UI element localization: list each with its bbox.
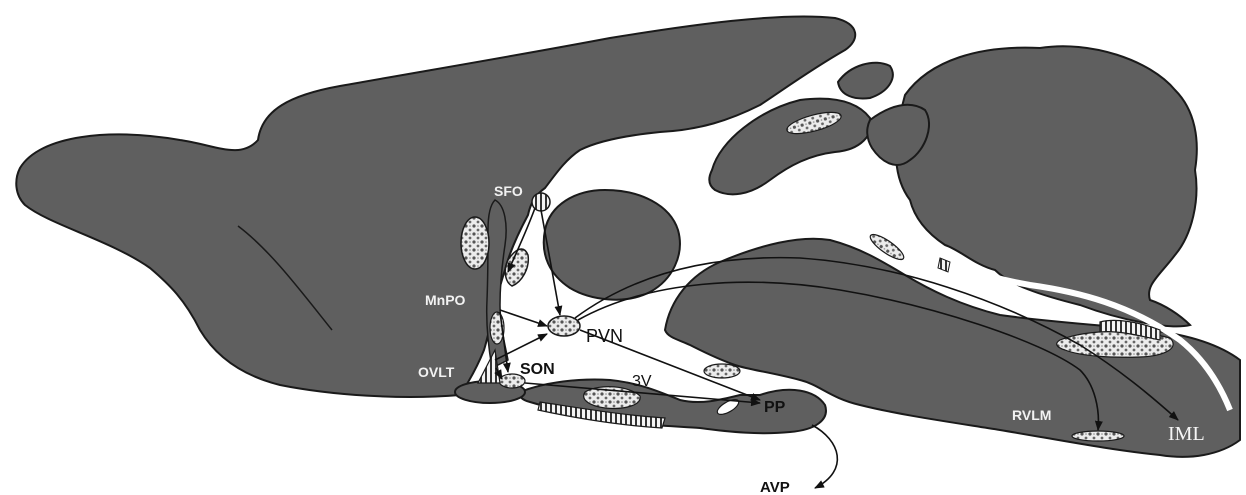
label-ovlt: OVLT bbox=[418, 364, 455, 380]
arrow-mnpo-to-pvn bbox=[500, 310, 547, 326]
label-son: SON bbox=[520, 361, 555, 378]
pineal-region bbox=[838, 63, 893, 99]
midbrain-dots bbox=[704, 364, 740, 378]
thalamus-region bbox=[544, 190, 680, 300]
label-rvlm: RVLM bbox=[1012, 407, 1051, 423]
label-iml: IML bbox=[1168, 423, 1205, 445]
arrow-pp-to-avp bbox=[812, 425, 837, 488]
label-avp: AVP bbox=[760, 479, 790, 495]
label-pvn: PVN bbox=[586, 326, 623, 346]
pvn-nucleus bbox=[548, 316, 580, 336]
label-mnpo: MnPO bbox=[425, 292, 466, 308]
label-sfo: SFO bbox=[494, 183, 523, 199]
label-third-ventricle: 3V bbox=[632, 373, 652, 390]
nucleus-accumbens-dots bbox=[461, 217, 489, 269]
cerebellum-region bbox=[896, 46, 1197, 326]
rvlm-dots bbox=[1072, 431, 1124, 441]
label-pp: PP bbox=[764, 399, 786, 416]
